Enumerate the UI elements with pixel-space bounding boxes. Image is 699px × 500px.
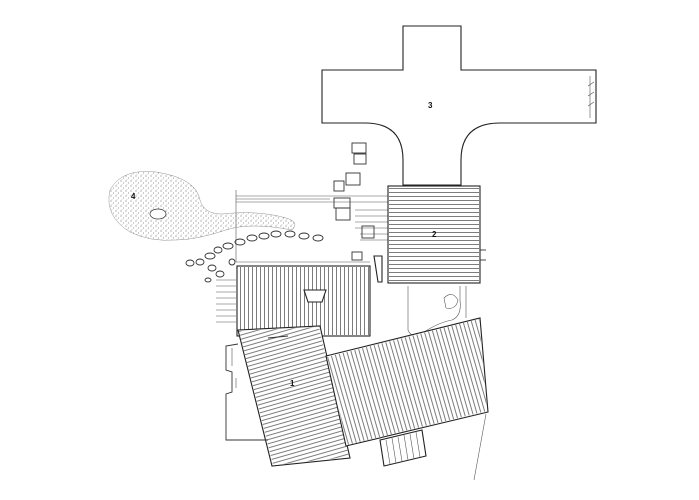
edge-line xyxy=(473,413,487,481)
building-1 xyxy=(237,325,351,467)
stair-block xyxy=(379,429,427,467)
steps-left xyxy=(216,279,236,323)
label-3: 3 xyxy=(428,101,433,110)
garden-4 xyxy=(108,171,296,241)
small-planters xyxy=(333,142,375,261)
building-center xyxy=(236,255,383,337)
label-1: 1 xyxy=(290,379,295,388)
building-2 xyxy=(387,185,486,284)
label-2: 2 xyxy=(432,230,437,239)
building-long xyxy=(325,317,489,447)
left-wall xyxy=(225,343,268,441)
paving-lines xyxy=(235,190,388,269)
label-4: 4 xyxy=(131,192,136,201)
cross-plaza xyxy=(321,25,597,186)
stepping-stones xyxy=(185,230,324,283)
